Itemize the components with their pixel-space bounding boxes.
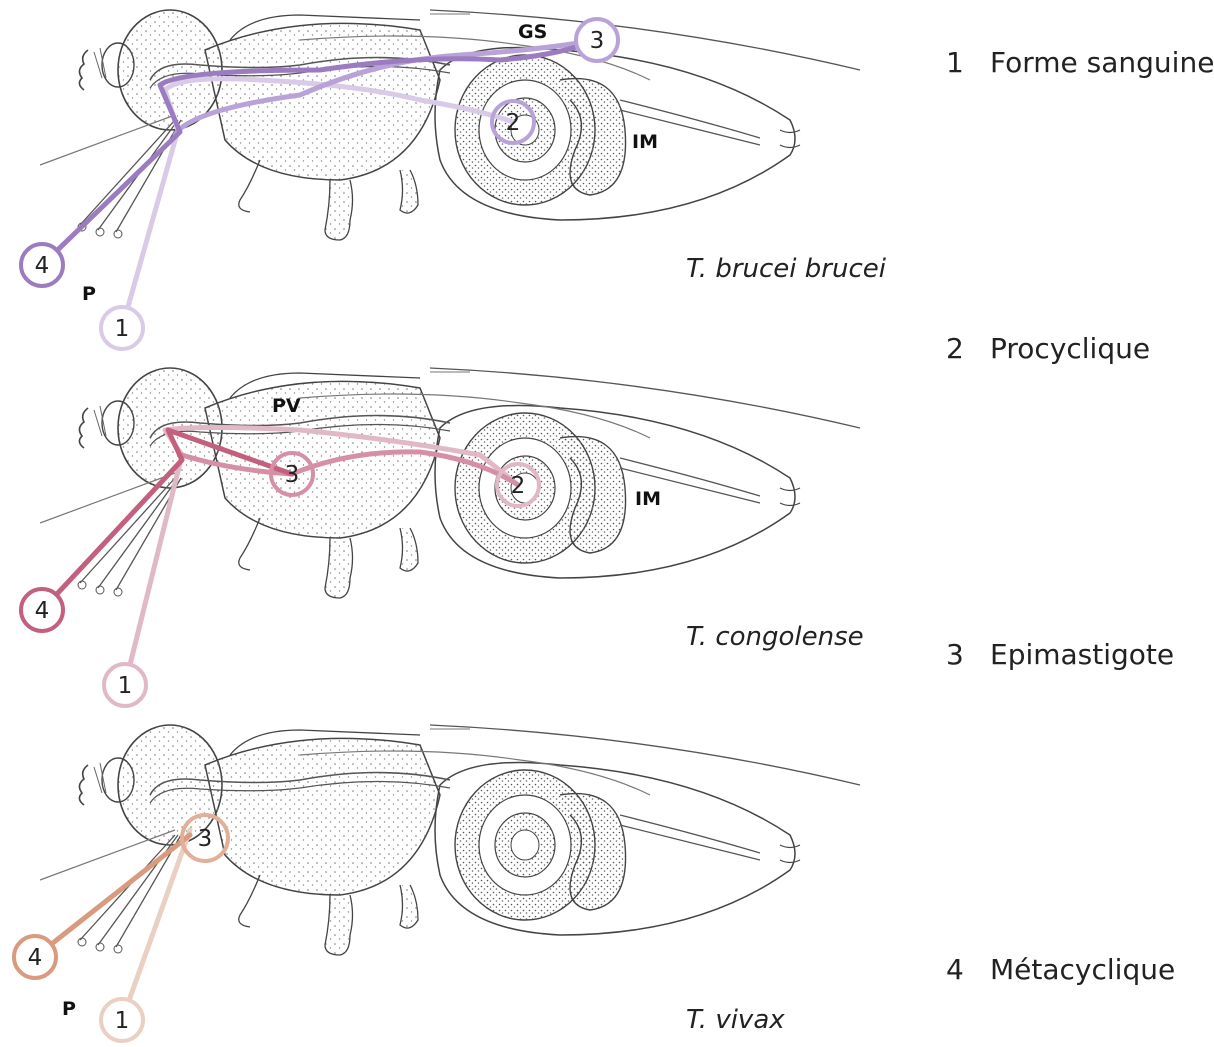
- legend-number: 1: [946, 46, 990, 79]
- panel-vivax: P 1 3 4: [14, 725, 860, 1041]
- legend-number: 2: [946, 332, 990, 365]
- marker-3: 3: [576, 19, 618, 61]
- label-im: IM: [635, 488, 661, 510]
- legend-label: Métacyclique: [990, 953, 1175, 986]
- label-pv: PV: [272, 395, 301, 417]
- path-stage-1: [122, 830, 190, 1020]
- svg-text:4: 4: [35, 598, 50, 624]
- legend-label: Procyclique: [990, 332, 1150, 365]
- svg-text:3: 3: [198, 826, 213, 852]
- marker-4: 4: [14, 936, 56, 978]
- legend-item-4: 4Métacyclique: [946, 953, 1175, 986]
- svg-text:4: 4: [35, 253, 50, 279]
- species-label-congolense: T. congolense: [686, 622, 864, 652]
- svg-text:2: 2: [511, 473, 526, 499]
- label-p: P: [82, 283, 96, 305]
- svg-text:2: 2: [506, 110, 521, 136]
- label-p: P: [62, 998, 76, 1020]
- marker-4: 4: [21, 589, 63, 631]
- svg-text:1: 1: [115, 316, 130, 342]
- marker-1: 1: [104, 664, 146, 706]
- legend-item-1: 1Forme sanguine: [946, 46, 1214, 79]
- svg-text:3: 3: [285, 462, 300, 488]
- legend-item-3: 3Epimastigote: [946, 638, 1174, 671]
- svg-text:1: 1: [115, 1008, 130, 1034]
- svg-text:1: 1: [118, 673, 133, 699]
- legend-number: 4: [946, 953, 990, 986]
- panel-congolense: PV IM 1 2 3 4: [21, 368, 860, 706]
- label-im: IM: [632, 131, 658, 153]
- marker-4: 4: [21, 244, 63, 286]
- legend-label: Forme sanguine: [990, 46, 1214, 79]
- species-label-brucei: T. brucei brucei: [686, 254, 886, 284]
- species-label-vivax: T. vivax: [686, 1005, 785, 1035]
- panel-brucei: GS IM P 1 2 3 4: [21, 10, 860, 349]
- legend-number: 3: [946, 638, 990, 671]
- legend-item-2: 2Procyclique: [946, 332, 1150, 365]
- label-gs: GS: [518, 21, 547, 43]
- svg-text:3: 3: [590, 28, 605, 54]
- marker-1: 1: [101, 999, 143, 1041]
- legend-label: Epimastigote: [990, 638, 1174, 671]
- marker-1: 1: [101, 307, 143, 349]
- svg-text:4: 4: [28, 945, 43, 971]
